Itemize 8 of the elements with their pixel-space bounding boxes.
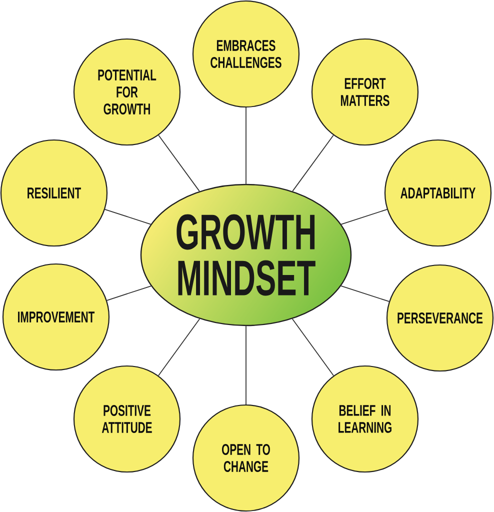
connector-line [340, 209, 388, 225]
connector-line [292, 318, 334, 376]
connector-line [104, 209, 152, 225]
connector-line [106, 286, 152, 301]
connector-line [158, 134, 200, 192]
connector-line [158, 318, 200, 376]
connector-line [340, 285, 390, 302]
connector-line [292, 134, 334, 192]
